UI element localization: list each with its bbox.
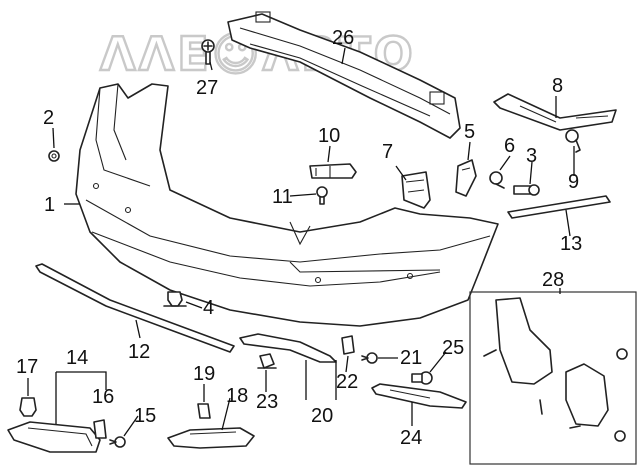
callout-17: 17 xyxy=(16,356,38,378)
callout-15: 15 xyxy=(134,405,156,427)
part-9-screw xyxy=(565,129,581,153)
callout-6: 6 xyxy=(504,135,515,157)
part-14-left-reflector xyxy=(7,421,101,453)
callout-27: 27 xyxy=(196,77,218,99)
part-19-clip xyxy=(197,403,211,419)
part-28-mudguard-kit xyxy=(469,291,637,465)
callout-2: 2 xyxy=(43,107,54,129)
part-13-molding-strip xyxy=(507,195,611,219)
callout-22: 22 xyxy=(336,371,358,393)
callout-14: 14 xyxy=(66,347,88,369)
callout-13: 13 xyxy=(560,233,582,255)
callout-16: 16 xyxy=(92,386,114,408)
part-11-screw xyxy=(316,186,328,205)
callout-4: 4 xyxy=(203,297,214,319)
part-4-clip xyxy=(163,291,187,307)
part-27-bolt xyxy=(201,39,215,65)
part-22-clip xyxy=(341,335,355,355)
callout-28: 28 xyxy=(542,269,564,291)
callout-7: 7 xyxy=(382,141,393,163)
part-17-grommet xyxy=(19,397,37,417)
part-16-clip xyxy=(93,419,107,439)
part-2-clip xyxy=(48,150,60,162)
callout-25: 25 xyxy=(442,337,464,359)
callout-labels: 1 2 3 4 5 6 7 8 9 10 11 12 13 14 15 16 1… xyxy=(16,27,582,449)
callout-19: 19 xyxy=(193,363,215,385)
part-25-nut xyxy=(411,371,433,385)
part-21-screw xyxy=(361,352,378,364)
part-10-bracket xyxy=(309,163,357,179)
callout-21: 21 xyxy=(400,347,422,369)
part-6-nut xyxy=(489,171,505,189)
callout-11: 11 xyxy=(272,186,293,208)
callout-3: 3 xyxy=(526,145,537,167)
part-18-right-reflector xyxy=(167,427,255,449)
part-12-lower-molding xyxy=(35,263,235,353)
part-5-bracket xyxy=(455,159,477,197)
callout-26: 26 xyxy=(332,27,354,49)
callout-5: 5 xyxy=(464,121,475,143)
part-7-side-bracket xyxy=(401,171,431,209)
callout-20: 20 xyxy=(311,405,333,427)
leader-lines xyxy=(27,47,575,437)
part-23-grommet xyxy=(257,353,277,369)
callout-23: 23 xyxy=(256,391,278,413)
callout-12: 12 xyxy=(128,341,150,363)
callout-1: 1 xyxy=(44,194,55,216)
part-1-bumper-cover xyxy=(75,83,499,327)
callout-24: 24 xyxy=(400,427,422,449)
part-15-screw xyxy=(109,436,126,448)
callout-18: 18 xyxy=(226,385,248,407)
part-3-bolt xyxy=(513,184,540,196)
callout-8: 8 xyxy=(552,75,563,97)
part-8-side-bracket xyxy=(493,93,617,131)
part-26-reinforcement-beam xyxy=(227,11,461,139)
part-20-bracket xyxy=(239,333,337,363)
callout-9: 9 xyxy=(568,171,579,193)
part-24-reflector-bracket xyxy=(371,383,467,409)
callout-10: 10 xyxy=(318,125,340,147)
